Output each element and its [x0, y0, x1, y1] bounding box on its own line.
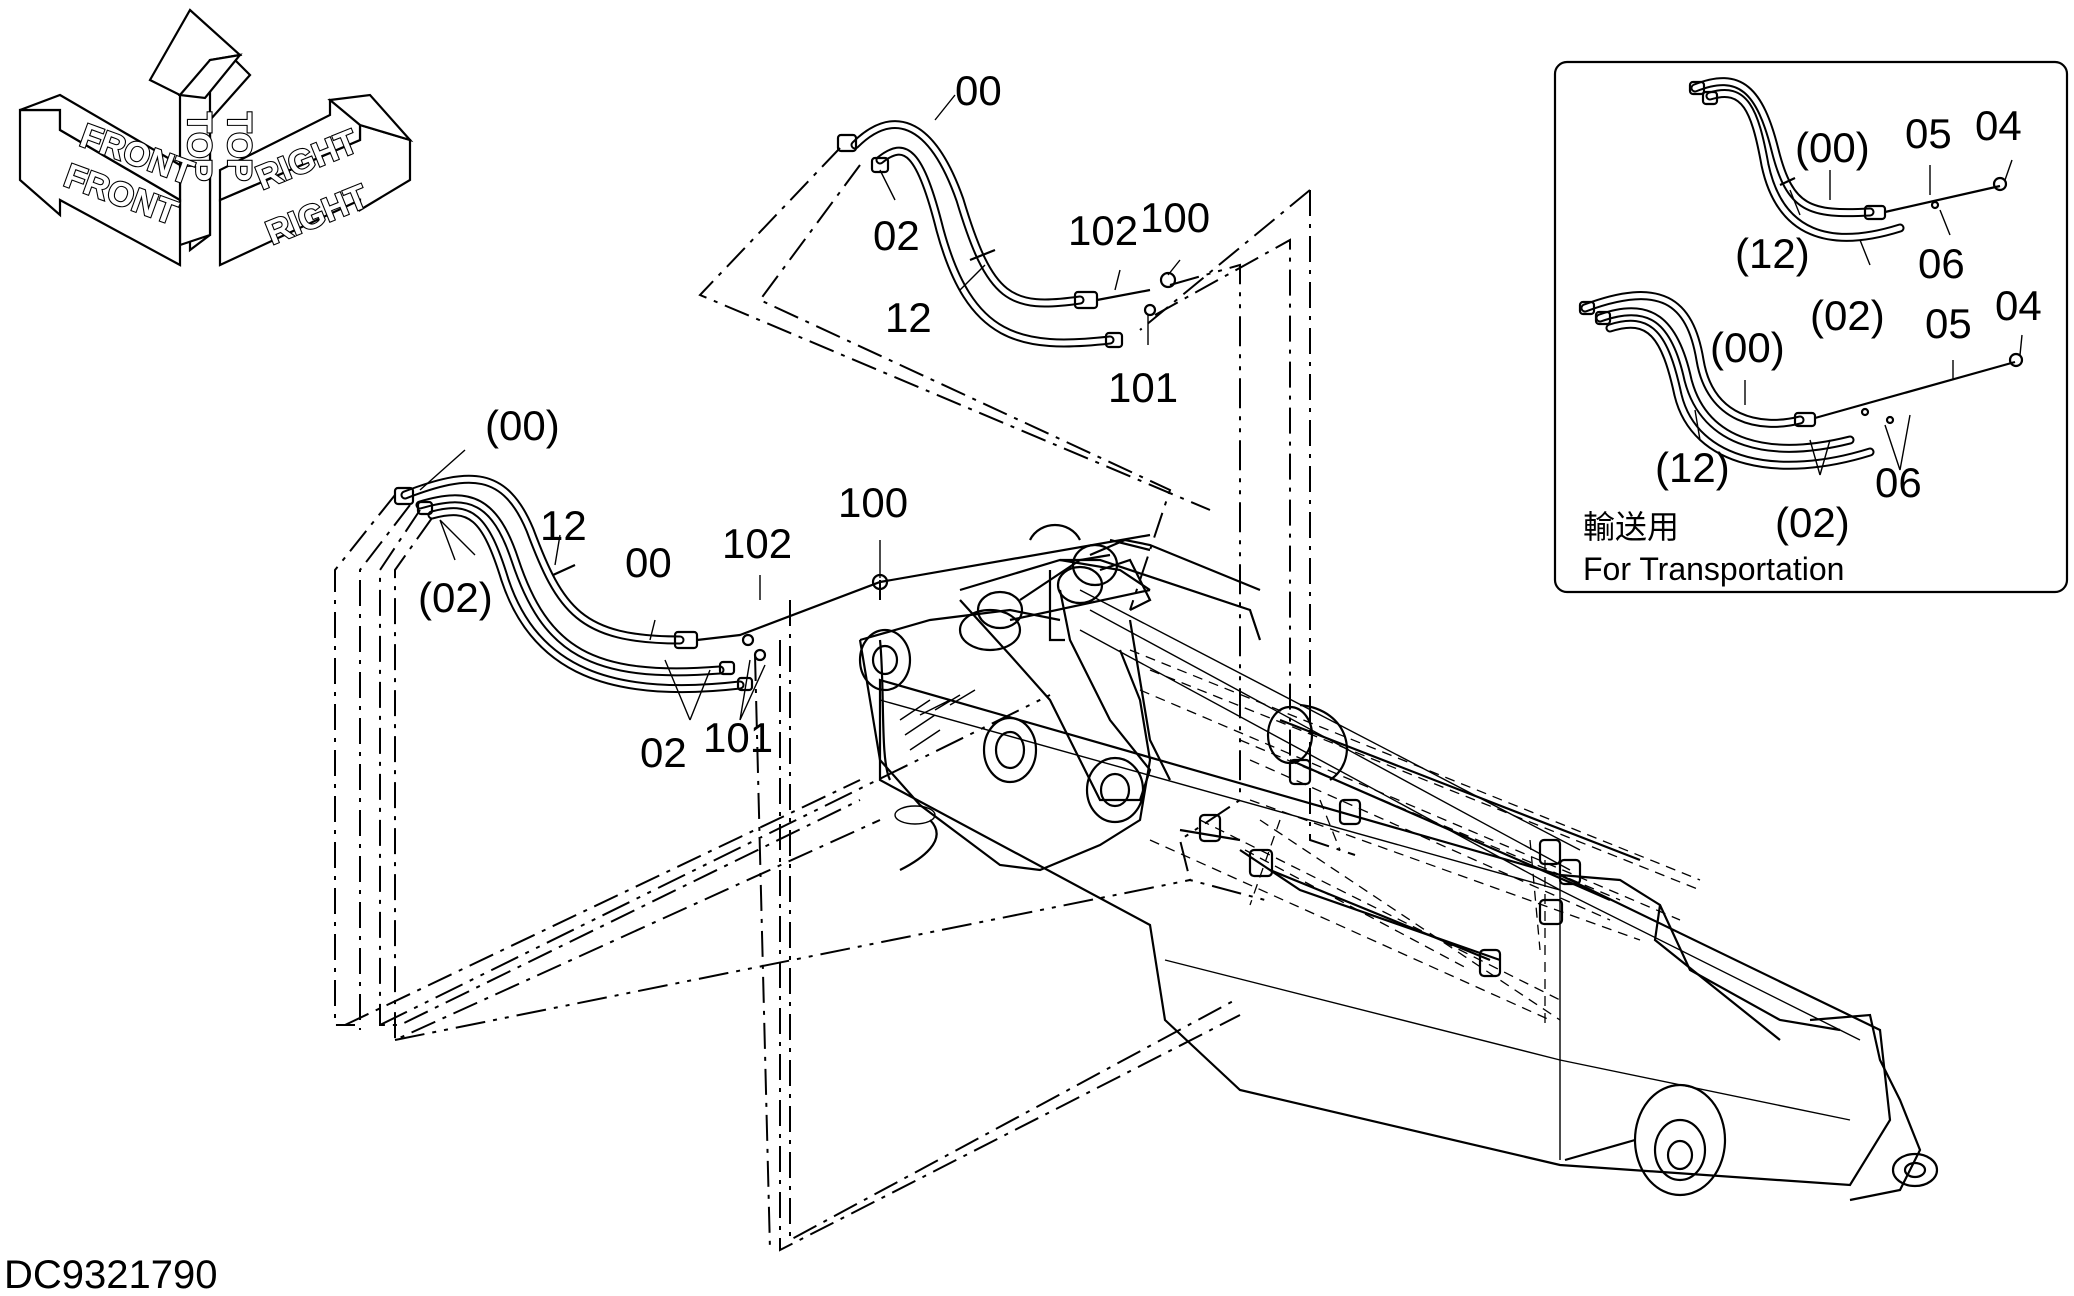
inset-frame: [1553, 60, 2069, 594]
label-lower-102: 102: [722, 520, 792, 567]
inset-top-label-06: 06: [1918, 240, 1965, 287]
inset-top-label-04: 04: [1975, 102, 2022, 149]
label-lower-100: 100: [838, 479, 908, 526]
label-upper-102: 102: [1068, 207, 1138, 254]
inset-bottom-label-04: 04: [1995, 282, 2042, 329]
drawing-number: DC9321790: [4, 1253, 218, 1296]
inset-bottom-label-12: (12): [1655, 444, 1730, 491]
clamp-12-lower: [552, 563, 576, 577]
inset-bottom-label-02: (02): [1775, 499, 1850, 546]
inset-top-label-12: (12): [1735, 230, 1810, 277]
orientation-top-back-label: TOP: [220, 112, 258, 181]
hose-fitting-icon: [836, 133, 858, 153]
orientation-indicator: TOP TOP FRONT FRONT RIGHT RIGHT: [18, 8, 414, 267]
inset-top-label-02: (02): [1810, 292, 1885, 339]
label-lower-12: 12: [540, 502, 587, 549]
inset-caption-en: For Transportation: [1583, 551, 1844, 587]
inset-bottom-label-06: 06: [1875, 459, 1922, 506]
label-upper-12: 12: [885, 294, 932, 341]
front-attachment: [858, 524, 1262, 872]
inset-bottom-label-05: 05: [1925, 300, 1972, 347]
label-lower-02-ref: (02): [418, 574, 493, 621]
inset-top-label-00: (00): [1795, 124, 1870, 171]
label-lower-00: 00: [625, 539, 672, 586]
plug-101-lower-icon: [753, 648, 767, 662]
inset-bottom-label-00: (00): [1710, 324, 1785, 371]
label-lower-00-ref: (00): [485, 402, 560, 449]
label-upper-101: 101: [1108, 364, 1178, 411]
label-upper-100: 100: [1140, 194, 1210, 241]
lower-labels: (00) (02) 12 00 102 100 02 101: [418, 402, 908, 776]
inset-caption-jp: 輸送用: [1583, 509, 1679, 545]
clamp-12: [969, 248, 996, 262]
label-lower-02: 02: [640, 729, 687, 776]
label-upper-00: 00: [955, 67, 1002, 114]
plug-101-icon: [1143, 303, 1157, 317]
upper-labels: 00 02 12 102 100 101: [873, 67, 1210, 411]
inset-top-label-05: 05: [1905, 110, 1952, 157]
transport-inset: (00) 05 04 (12) 06 (02) (00) 05 04 (12) …: [1553, 60, 2069, 594]
boom-assembly: [878, 589, 1939, 1202]
boom-piping: [1129, 649, 1701, 1030]
label-upper-02: 02: [873, 212, 920, 259]
lower-hose-assembly: [334, 449, 1241, 1252]
plug-100-icon: [1159, 271, 1177, 289]
upper-hose-assembly: [698, 94, 1356, 901]
orientation-top-label: TOP: [180, 112, 218, 181]
label-lower-101: 101: [703, 714, 773, 761]
bucket-pin-icon: [858, 628, 912, 692]
